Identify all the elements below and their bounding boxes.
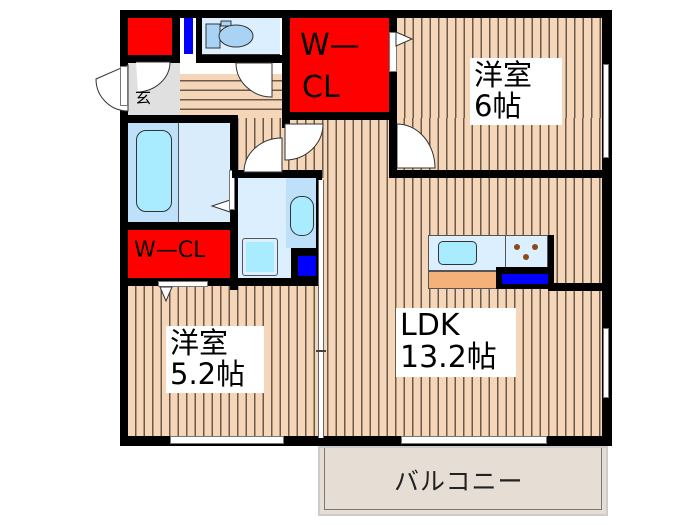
wall [282,112,397,120]
kitchen-work-surface [428,271,498,289]
western-room-6-size: 6帖 [474,89,522,124]
outer-wall-right [602,10,612,446]
closet-door-arrow [395,31,414,47]
western-room-5-size: 5.2帖 [170,357,246,392]
ldk-balcony-window[interactable] [401,436,547,444]
balcony-inner [324,448,602,510]
kitchen-sink-icon [438,241,477,265]
outer-wall-bottom [120,436,612,446]
partition-divider [316,350,326,352]
shoe-closet-door-swing [136,61,171,93]
walk-in-closet-left [128,230,230,284]
western-room-5-label: 洋室 5.2帖 [166,326,264,393]
western-room-5-name: 洋室 [170,326,229,360]
balcony-label: バルコニー [394,467,524,496]
wall [548,283,608,291]
western-room-5-door[interactable] [158,281,208,287]
storage-closet-top-left [128,18,172,55]
washroom-door-swing[interactable] [242,137,284,174]
western-room-6-door-swing[interactable] [391,123,437,170]
wall [196,55,286,63]
sliding-partition[interactable] [318,180,324,438]
ldk-label: LDK 13.2帖 [396,308,516,377]
ldk-size: 13.2帖 [400,340,497,376]
walk-in-closet-top-label-1: W— [300,28,360,63]
wall [282,10,290,128]
wall [128,278,322,286]
closet-door[interactable] [389,32,397,72]
balcony [318,446,608,516]
wall [232,170,322,178]
walk-in-closet-top-label-2: CL [302,70,340,105]
washbasin-icon [290,196,314,236]
wall [548,235,554,285]
western-room-6-label: 洋室 6帖 [470,58,562,125]
toilet-door-swing[interactable] [234,62,274,99]
wall-western-room-6-bottom [389,170,609,178]
storage-shelf [184,18,193,54]
western-room-6-name: 洋室 [474,58,533,92]
wall [128,55,176,63]
ldk-name: LDK [400,308,460,343]
washing-machine-icon [242,238,278,276]
western-room-5-window[interactable] [170,436,284,444]
entrance-door[interactable] [120,66,128,106]
stove-burners-icon [514,244,538,260]
hall-door-swing[interactable] [283,122,325,162]
closet-door-arrow-down [159,286,173,303]
stove-divider [505,235,506,271]
ldk-east-window[interactable] [603,328,609,398]
wall [389,120,397,178]
wall [172,18,180,63]
walk-in-closet-left-label: W—CL [134,238,206,263]
entrance-label: 玄 [135,88,152,107]
western-room-5-floor [128,283,320,438]
wall [128,115,238,123]
bathroom-door-arrow [210,199,231,213]
toilet-icon [205,20,254,49]
walk-in-closet-top [290,18,389,112]
entrance-door-swing[interactable] [94,63,134,115]
outer-wall-top [120,10,612,18]
wall [196,18,202,63]
outer-wall-left [120,10,128,446]
washroom-storage [298,256,317,276]
bathtub-icon [136,130,172,212]
wall [128,222,238,230]
kitchen-storage [502,274,548,284]
western-room-6-window[interactable] [603,64,609,158]
